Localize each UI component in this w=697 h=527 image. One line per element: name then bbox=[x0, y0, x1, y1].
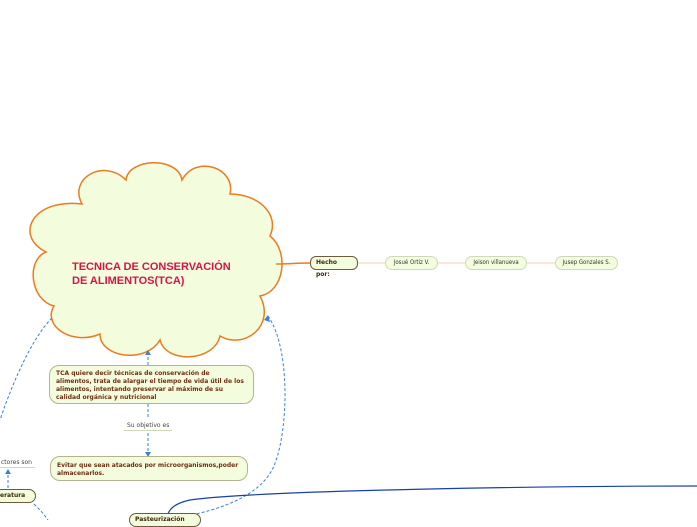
central-topic-title[interactable]: TECNICA DE CONSERVACIÓN DE ALIMENTOS(TCA… bbox=[72, 260, 262, 288]
arrow-marker-4 bbox=[5, 469, 11, 474]
authors-node[interactable]: Hecho por: bbox=[310, 256, 358, 278]
connector-left-bottom bbox=[33, 503, 49, 520]
arrow-marker-3 bbox=[264, 315, 270, 322]
definition-node[interactable]: TCA quiere decir técnicas de conservació… bbox=[49, 365, 254, 404]
central-cloud[interactable] bbox=[29, 162, 283, 358]
central-title-line-1: TECNICA DE CONSERVACIÓN bbox=[72, 261, 231, 273]
central-title-line-2: DE ALIMENTOS(TCA) bbox=[72, 275, 185, 287]
connector-cloud-to-left bbox=[0, 317, 53, 421]
bottom-node[interactable]: Pasteurización bbox=[129, 513, 201, 527]
arrow-marker-2 bbox=[145, 452, 151, 457]
arrow-marker-1 bbox=[145, 350, 151, 355]
temperature-node[interactable]: eratura bbox=[0, 489, 36, 503]
author-name-3[interactable]: Jusep Gonzales S. bbox=[555, 256, 618, 270]
author-name-2[interactable]: Jeison villanueva bbox=[465, 256, 527, 270]
connector-external-to-bottom-node bbox=[167, 485, 697, 515]
connector-cloud-to-bottom bbox=[195, 315, 286, 515]
objective-label[interactable]: Su objetivo es bbox=[124, 421, 173, 431]
objective-node[interactable]: Evitar que sean atacados por microorgani… bbox=[50, 456, 248, 481]
author-name-1[interactable]: Josué Ortiz V. bbox=[385, 256, 438, 270]
factors-label[interactable]: ctores son bbox=[0, 458, 35, 468]
connector-cloud-to-authors bbox=[275, 262, 311, 265]
